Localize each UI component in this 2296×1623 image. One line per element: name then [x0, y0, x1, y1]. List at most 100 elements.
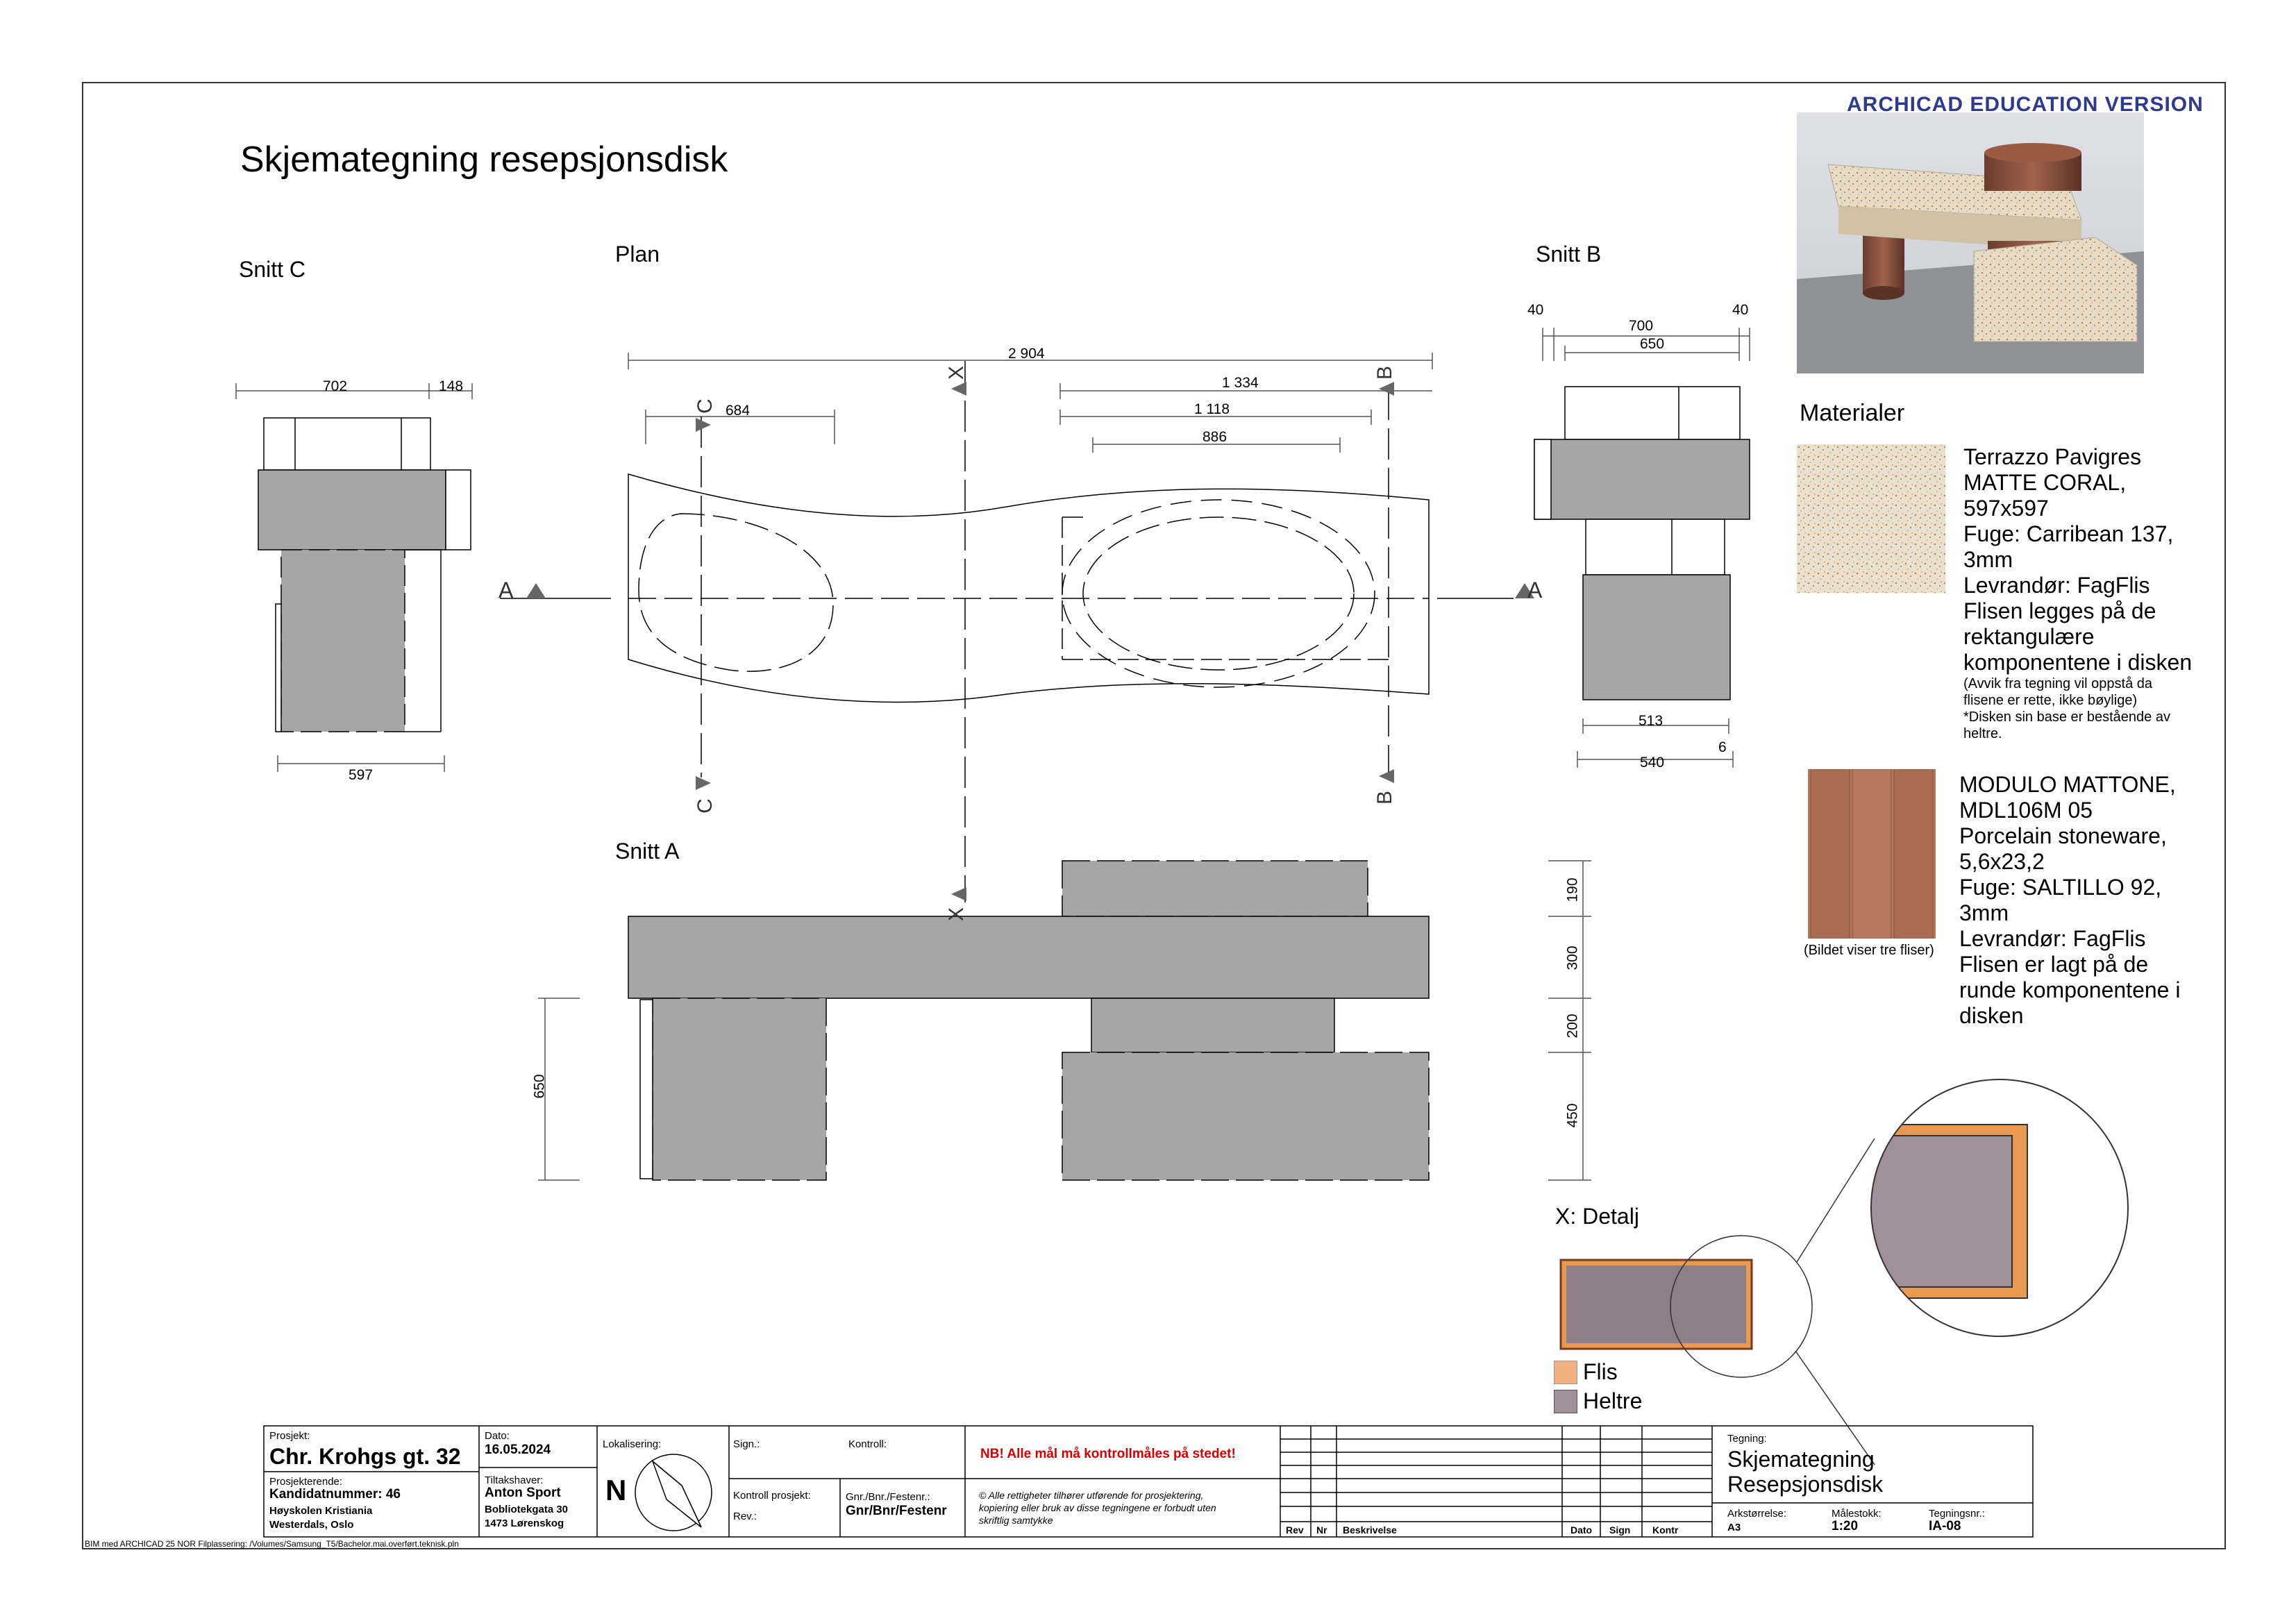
view-label-plan: Plan [615, 242, 660, 267]
terrazzo-line: Terrazzo Pavigres [1963, 444, 2142, 469]
tb-prosjekt-label: Prosjekt: [269, 1430, 310, 1442]
marker-a-right: A [1527, 578, 1543, 603]
tb-rev-label: Rev.: [733, 1511, 757, 1522]
terrazzo-note: flisene er rette, ikke bøylige) [1963, 693, 2138, 708]
tb-adresse2: 1473 Lørenskog [485, 1517, 564, 1529]
legend-swatch-heltre [1554, 1390, 1577, 1413]
terrazzo-line: 597x597 [1963, 496, 2049, 521]
tb-dato-label: Dato: [485, 1430, 510, 1442]
terrazzo-swatch-image [1797, 444, 1945, 593]
mattone-swatch-image [1808, 769, 1936, 939]
tb-tegningsnr-label: Tegningsnr.: [1929, 1508, 1985, 1520]
tb-malestokk: 1:20 [1832, 1519, 1859, 1533]
section-a-drawing [538, 860, 1591, 1181]
dim-snitt-b-40a: 40 [1527, 302, 1544, 318]
mattone-line: Flisen er lagt på de [1959, 952, 2149, 977]
dim-snitt-a-650: 650 [531, 1074, 548, 1099]
mattone-line: 3mm [1959, 900, 2009, 925]
tb-kandidat: Kandidatnummer: 46 [269, 1487, 401, 1502]
dim-height-300: 300 [1564, 945, 1581, 970]
tb-rev-col-sign: Sign [1609, 1524, 1631, 1536]
dim-plan-1334: 1 334 [1222, 375, 1259, 391]
view-label-snitt-c: Snitt C [239, 257, 306, 282]
sheet-frame [82, 82, 2226, 1549]
dim-plan-1118: 1 118 [1194, 401, 1230, 417]
view-label-snitt-a: Snitt A [615, 839, 680, 864]
dim-height-200: 200 [1564, 1014, 1581, 1038]
tb-skole2: Westerdals, Oslo [269, 1519, 354, 1531]
tb-rev-col-beskrivelse: Beskrivelse [1343, 1524, 1397, 1536]
mattone-line: MODULO MATTONE, [1959, 772, 2176, 797]
tb-copyright-1: © Alle rettigheter tilhører utførende fo… [979, 1490, 1204, 1501]
dim-height-190: 190 [1564, 877, 1581, 902]
tb-copyright-2: kopiering eller bruk av disse tegningene… [979, 1502, 1216, 1513]
mattone-line: MDL106M 05 [1959, 798, 2093, 823]
legend-label-flis: Flis [1583, 1359, 1618, 1384]
mattone-line: Levrandør: FagFlis [1959, 926, 2146, 951]
tb-skole1: Høyskolen Kristiania [269, 1505, 373, 1517]
tb-tegning-line-1: Skjemategning [1727, 1447, 1875, 1472]
marker-c-bottom: C [693, 798, 717, 814]
tb-gnr-label: Gnr./Bnr./Festenr.: [846, 1491, 930, 1503]
tb-north: N [605, 1474, 627, 1506]
tb-tegning-label: Tegning: [1727, 1433, 1767, 1445]
legend-label-heltre: Heltre [1583, 1388, 1643, 1413]
tb-prosjekt: Chr. Krohgs gt. 32 [269, 1444, 461, 1469]
tb-rev-col-kontr: Kontr [1652, 1524, 1679, 1536]
dim-snitt-c-702: 702 [323, 378, 348, 394]
dim-snitt-b-540: 540 [1640, 755, 1665, 771]
dim-height-450: 450 [1564, 1103, 1581, 1128]
dim-snitt-c-148: 148 [439, 378, 464, 394]
tb-arkstorrelse-label: Arkstørrelse: [1727, 1508, 1787, 1520]
dim-plan-684: 684 [726, 403, 751, 419]
tb-sign-label: Sign.: [733, 1438, 760, 1450]
dim-snitt-b-700: 700 [1629, 318, 1654, 334]
mattone-caption: (Bildet viser tre fliser) [1804, 943, 1934, 958]
tb-tiltakshaver: Anton Sport [485, 1486, 561, 1500]
marker-b-bottom: B [1373, 790, 1397, 805]
section-c-drawing [235, 383, 473, 772]
tb-arkstorrelse: A3 [1727, 1522, 1741, 1533]
title-block-frame [263, 1425, 2034, 1538]
tb-rev-col-nr: Nr [1316, 1524, 1327, 1536]
terrazzo-line: 3mm [1963, 547, 2013, 572]
tb-dato: 16.05.2024 [485, 1443, 551, 1457]
tb-prosjekterende-label: Prosjekterende: [269, 1476, 343, 1488]
dim-snitt-b-513: 513 [1639, 713, 1664, 729]
tb-warning: NB! Alle mål må kontrollmåles på stedet! [980, 1447, 1236, 1461]
tb-tiltakshaver-label: Tiltakshaver: [485, 1474, 544, 1486]
tb-tegningsnr: IA-08 [1929, 1519, 1961, 1533]
detail-x-drawing [1559, 1079, 2129, 1465]
tb-tegning-line-2: Resepsjonsdisk [1727, 1472, 1884, 1497]
terrazzo-description: Terrazzo Pavigres MATTE CORAL, 597x597 F… [1963, 444, 2227, 742]
tb-kontroll-prosjekt-label: Kontroll prosjekt: [733, 1490, 811, 1502]
tb-adresse1: Bobliotekgata 30 [485, 1504, 569, 1515]
dim-snitt-c-597: 597 [349, 767, 374, 783]
sheet-title: Skjemategning resepsjonsdisk [240, 140, 728, 180]
marker-a-left: A [498, 578, 514, 603]
terrazzo-note: *Disken sin base er bestående av [1963, 709, 2170, 725]
tb-rev-col-rev: Rev [1286, 1524, 1304, 1536]
tb-lokalisering-label: Lokalisering: [603, 1438, 662, 1450]
mattone-line: 5,6x23,2 [1959, 849, 2045, 874]
materials-heading: Materialer [1800, 400, 1905, 426]
tb-kontroll-label: Kontroll: [848, 1438, 887, 1450]
marker-c-top: C [693, 398, 717, 414]
terrazzo-note: heltre. [1963, 726, 2002, 741]
footer-file-path: BIM med ARCHICAD 25 NOR Filplassering: /… [85, 1539, 459, 1549]
dim-plan-total: 2 904 [1008, 346, 1045, 362]
dim-snitt-b-6: 6 [1718, 739, 1727, 755]
education-watermark: ARCHICAD EDUCATION VERSION [1847, 93, 2204, 116]
terrazzo-line: komponentene i disken [1963, 650, 2193, 675]
dim-snitt-b-40b: 40 [1732, 302, 1749, 318]
terrazzo-line: Flisen legges på de [1963, 598, 2156, 623]
legend-swatch-flis [1554, 1361, 1577, 1384]
mattone-description: MODULO MATTONE, MDL106M 05 Porcelain sto… [1959, 772, 2223, 1029]
marker-b-top: B [1373, 365, 1397, 380]
view-label-detail: X: Detalj [1555, 1204, 1639, 1229]
marker-x-top: X [945, 365, 969, 380]
render-3d-image [1797, 112, 2144, 373]
tb-gnr: Gnr/Bnr/Festenr [846, 1504, 947, 1518]
terrazzo-line: rektangulære [1963, 624, 2095, 649]
